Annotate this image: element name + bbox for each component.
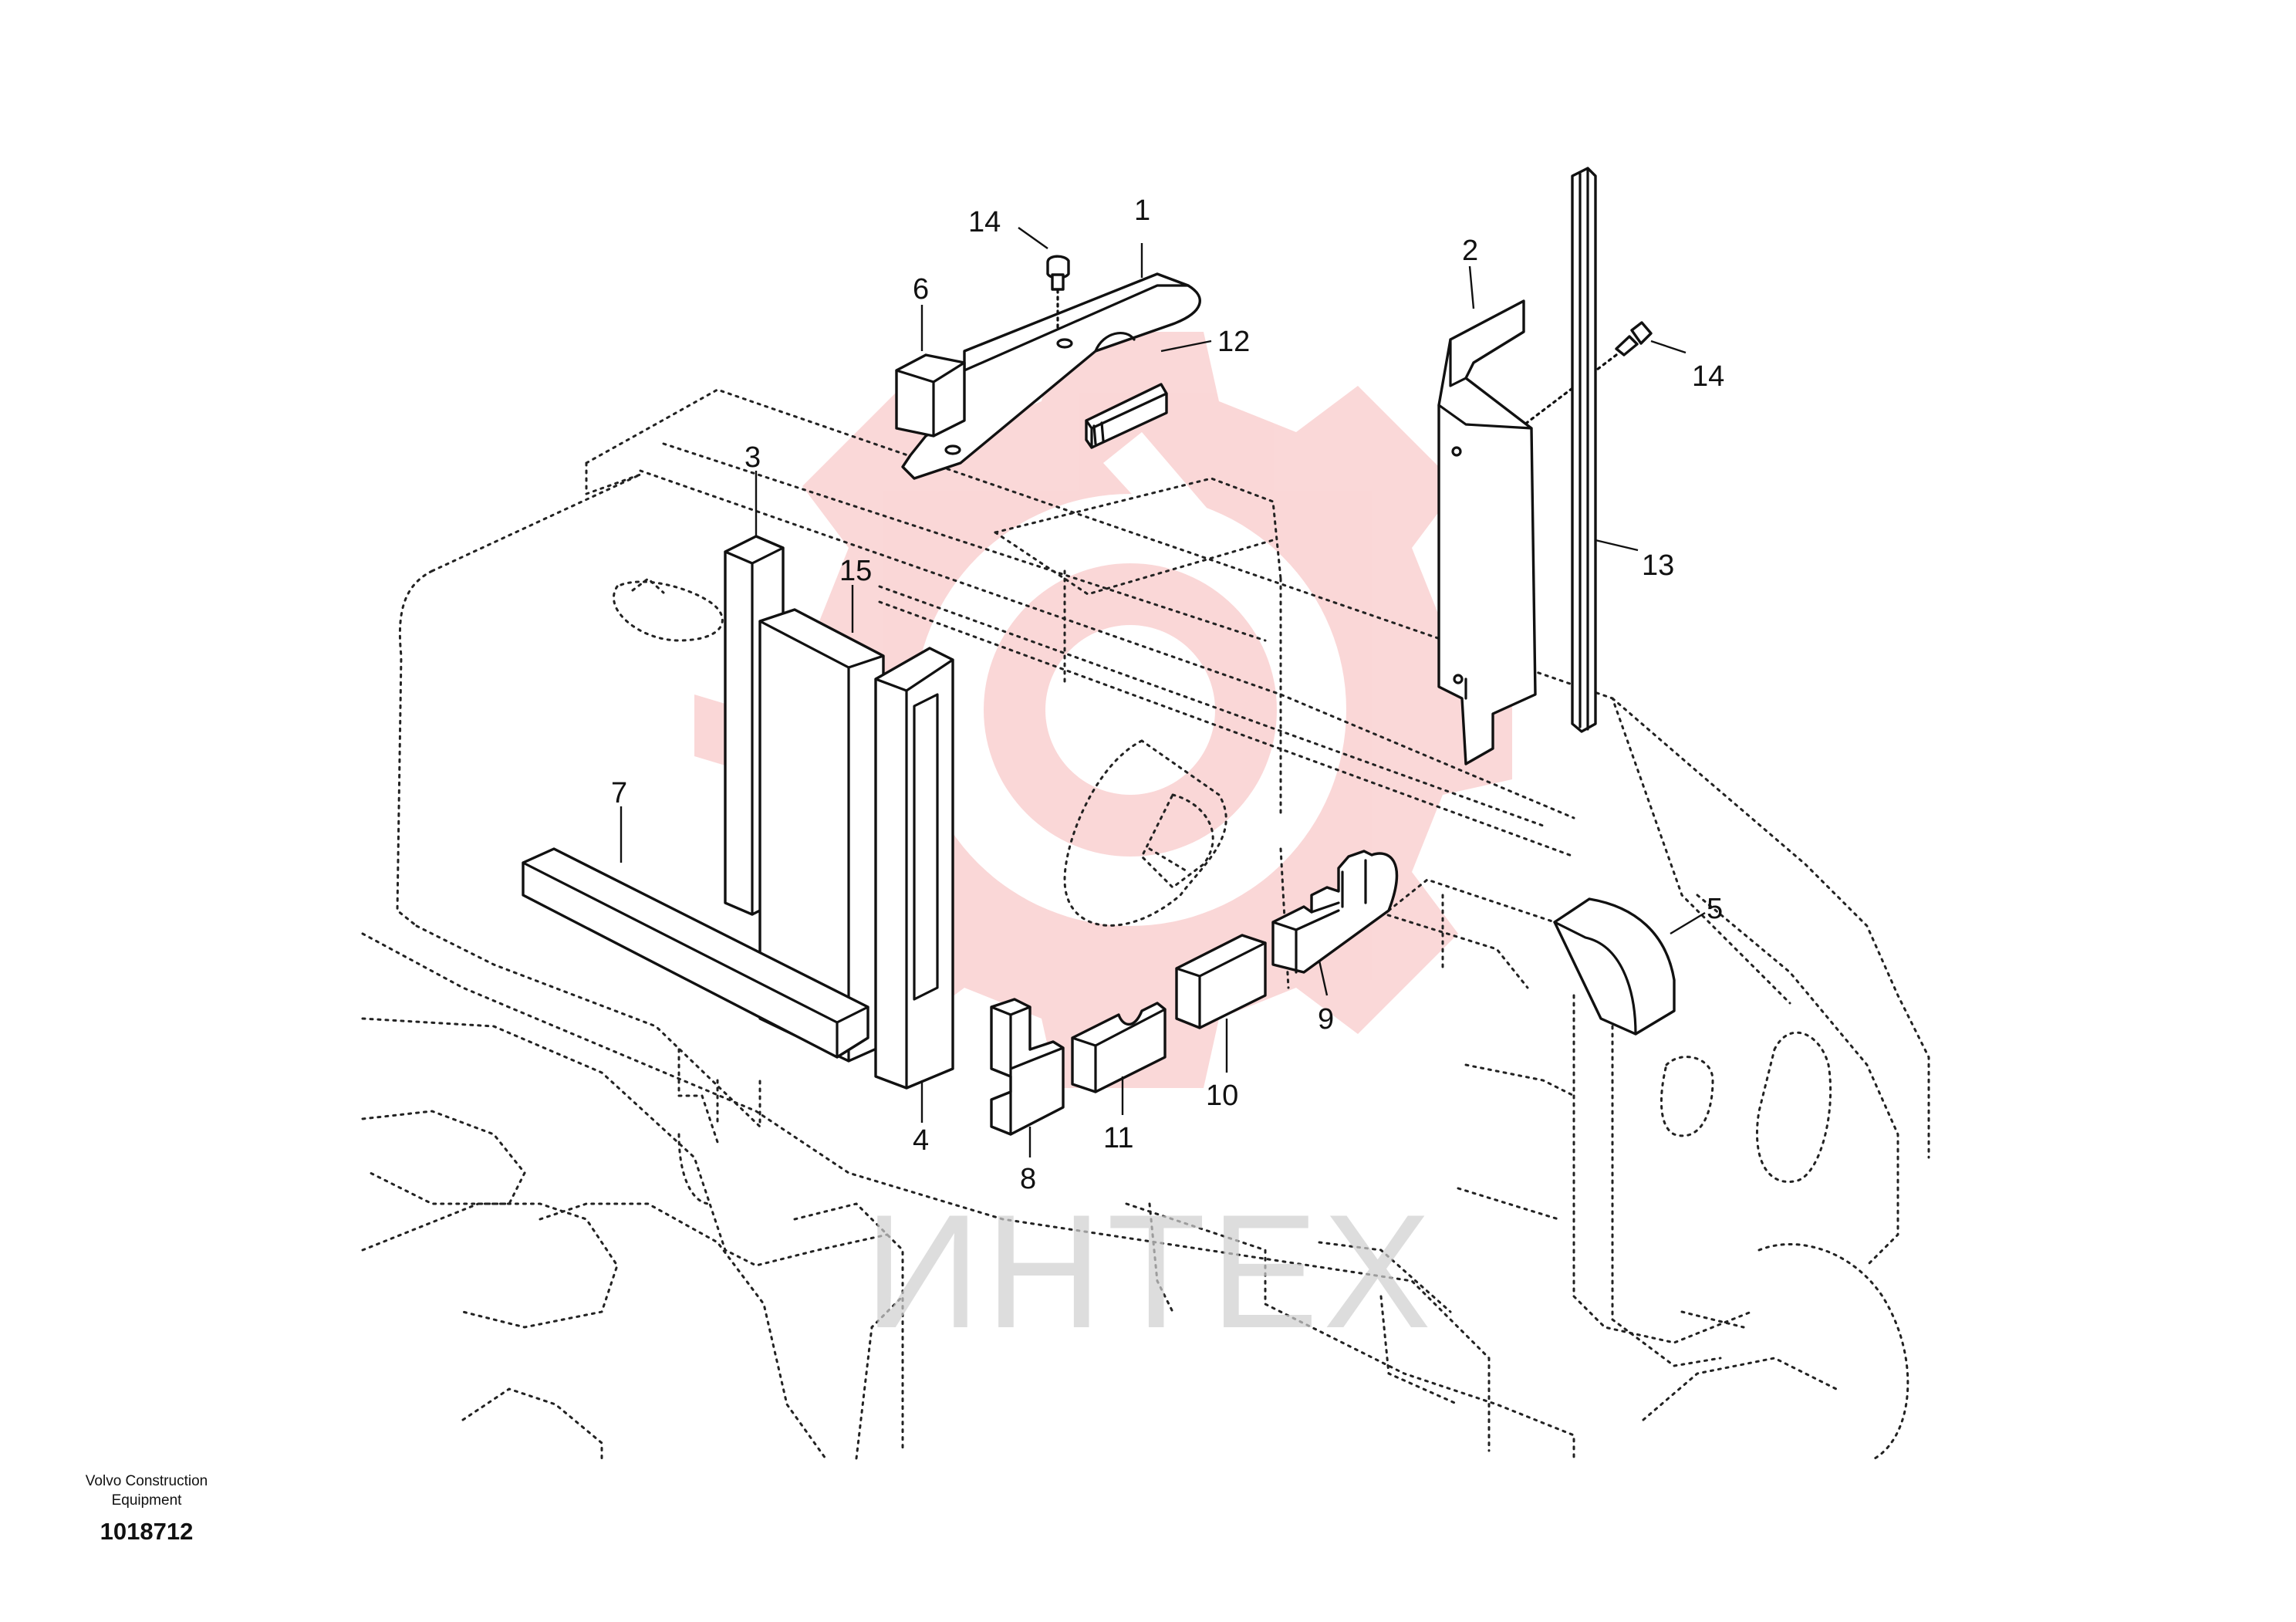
callout-9: 9 [1318,1003,1334,1036]
part-9-block [1271,850,1398,974]
callout-1: 1 [1134,194,1150,227]
callout-12: 12 [1217,326,1250,358]
watermark-text: ИНТЕХ [864,1181,1436,1362]
part-6-block [895,353,966,438]
callout-labels: 1 2 3 4 5 6 7 8 9 10 11 12 13 14 14 15 [611,194,1724,1195]
callout-7: 7 [611,777,627,809]
part-11-block [1071,1002,1167,1093]
part-13-strip [1571,167,1597,733]
callout-3: 3 [745,441,761,474]
callout-11: 11 [1103,1122,1133,1154]
callout-14-left: 14 [968,206,1001,238]
callout-6: 6 [913,273,929,306]
manufacturer-line-1: Volvo Construction [86,1473,208,1489]
part-10-block [1175,934,1267,1029]
callout-8: 8 [1020,1163,1036,1195]
callout-2: 2 [1462,235,1478,267]
footer-block: Volvo Construction Equipment 1018712 [86,1473,208,1545]
callout-5: 5 [1707,893,1723,925]
manufacturer-line-2: Equipment [112,1492,183,1509]
part-7-beam [522,847,869,1059]
callout-13: 13 [1642,549,1674,582]
parts-group [522,167,1676,1136]
drawing-number: 1018712 [100,1518,194,1545]
callout-4: 4 [913,1124,929,1157]
part-4-frame [874,647,954,1090]
bolt-14-left [1046,255,1070,333]
part-12-strip [1085,383,1168,449]
part-1-bracket [901,272,1201,480]
part-8-block [990,998,1065,1136]
leader-lines [620,227,1706,1157]
part-5-pad [1553,897,1676,1036]
machine-outline [361,388,1930,1460]
part-2-plate [1437,299,1537,765]
callout-14-right: 14 [1692,360,1724,393]
callout-15: 15 [839,555,872,587]
callout-10: 10 [1206,1080,1238,1112]
